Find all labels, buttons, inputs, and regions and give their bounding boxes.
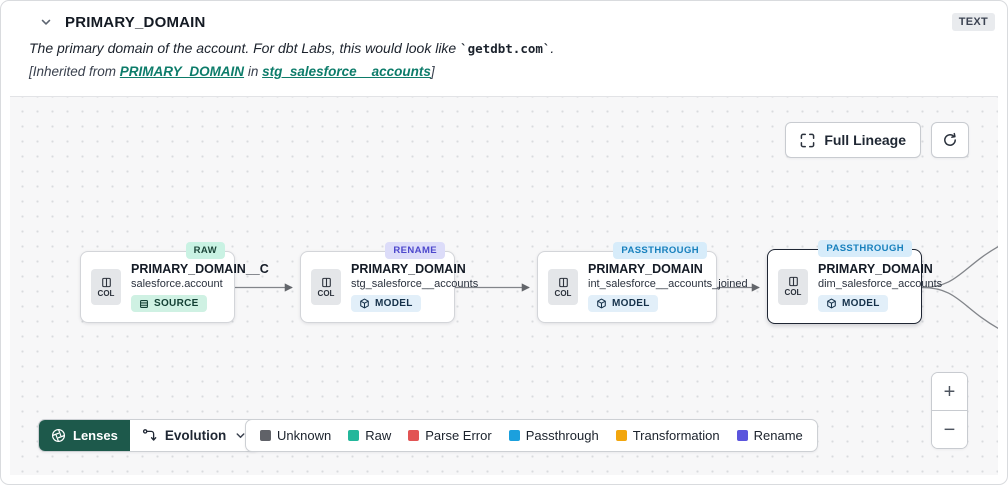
legend-swatch [260, 430, 271, 441]
zoom-in-button[interactable]: + [932, 373, 967, 410]
inherited-note: [Inherited from PRIMARY_DOMAIN in stg_sa… [29, 64, 435, 79]
column-chip: COL [311, 269, 341, 305]
node-column-name: PRIMARY_DOMAIN [818, 261, 933, 276]
full-lineage-label: Full Lineage [824, 132, 906, 148]
columns-icon [788, 276, 799, 287]
chevron-down-icon [39, 15, 53, 29]
legend-item: Passthrough [508, 428, 599, 443]
legend-swatch [615, 430, 627, 441]
collapse-button[interactable] [37, 13, 55, 31]
status-badge: PASSTHROUGH [613, 242, 707, 259]
col-label: COL [554, 288, 572, 298]
divider [932, 410, 967, 411]
inherited-model-link[interactable]: stg_salesforce__accounts [262, 64, 431, 79]
code-snippet: `getdbt.com` [460, 41, 551, 56]
legend-item: Parse Error [408, 428, 492, 443]
legend-swatch [348, 430, 360, 441]
columns-icon [321, 277, 332, 288]
inherited-column-link[interactable]: PRIMARY_DOMAIN [119, 64, 245, 79]
column-chip: COL [548, 269, 578, 305]
model-icon [359, 298, 370, 309]
columns-icon [101, 277, 112, 288]
status-badge: RAW [185, 242, 225, 259]
node-model-name: int_salesforce__accounts_joined [588, 278, 748, 290]
lens-aperture-icon [51, 428, 66, 443]
lineage-node-dim-salesforce-accounts[interactable]: PASSTHROUGH COL PRIMARY_DOMAIN dim_sales… [767, 240, 943, 324]
column-description: The primary domain of the account. For d… [29, 40, 555, 56]
column-chip: COL [91, 269, 121, 305]
lineage-legend: Unknown Raw Parse Error Passthrough Tran… [245, 419, 818, 452]
refresh-button[interactable] [931, 122, 969, 158]
source-icon [139, 299, 149, 309]
zoom-out-button[interactable]: − [932, 411, 967, 448]
column-title: PRIMARY_DOMAIN [65, 13, 206, 31]
model-icon [826, 298, 837, 309]
resource-badge: SOURCE [131, 295, 207, 312]
refresh-icon [942, 132, 958, 148]
lens-dropdown[interactable]: Evolution [129, 420, 260, 451]
lenses-label: Lenses [73, 428, 118, 443]
lineage-canvas[interactable]: Full Lineage RAW COL PRIMARY_DOMAIN__C s… [10, 96, 998, 475]
resource-badge: MODEL [351, 295, 421, 312]
col-label: COL [317, 288, 335, 298]
lens-controls: Lenses Evolution [38, 419, 261, 452]
lenses-button[interactable]: Lenses [39, 420, 130, 451]
node-model-name: dim_salesforce_accounts [818, 277, 943, 290]
header: PRIMARY_DOMAIN TEXT The primary domain o… [1, 1, 1007, 96]
resource-badge: MODEL [818, 294, 888, 312]
legend-swatch [508, 430, 520, 441]
node-model-name: stg_salesforce__accounts [351, 278, 479, 290]
data-type-badge: TEXT [951, 13, 995, 31]
lens-selected-label: Evolution [164, 428, 227, 443]
expand-icon [800, 133, 815, 148]
col-label: COL [97, 288, 115, 298]
status-badge: RENAME [385, 242, 445, 259]
col-label: COL [784, 288, 802, 297]
zoom-controls: + − [931, 372, 968, 449]
legend-item: Raw [348, 428, 391, 443]
lineage-node-int-salesforce-accounts-joined[interactable]: PASSTHROUGH COL PRIMARY_DOMAIN int_sales… [537, 242, 748, 323]
node-column-name: PRIMARY_DOMAIN__C [131, 262, 269, 276]
legend-swatch [408, 430, 420, 441]
full-lineage-button[interactable]: Full Lineage [785, 122, 921, 158]
lineage-node-salesforce-account[interactable]: RAW COL PRIMARY_DOMAIN__C salesforce.acc… [80, 242, 269, 323]
chevron-down-icon [234, 429, 247, 442]
node-column-name: PRIMARY_DOMAIN [588, 262, 703, 276]
legend-item: Rename [736, 428, 803, 443]
column-chip: COL [778, 268, 808, 305]
lineage-node-stg-salesforce-accounts[interactable]: RENAME COL PRIMARY_DOMAIN stg_salesforce… [300, 242, 479, 323]
status-badge: PASSTHROUGH [818, 240, 912, 257]
legend-swatch [736, 430, 748, 441]
node-model-name: salesforce.account [131, 278, 223, 290]
lineage-edges [235, 246, 998, 329]
evolution-icon [142, 428, 157, 443]
node-column-name: PRIMARY_DOMAIN [351, 262, 466, 276]
columns-icon [558, 277, 569, 288]
legend-item: Unknown [260, 428, 331, 443]
resource-badge: MODEL [588, 295, 658, 312]
model-icon [596, 298, 607, 309]
legend-item: Transformation [615, 428, 720, 443]
